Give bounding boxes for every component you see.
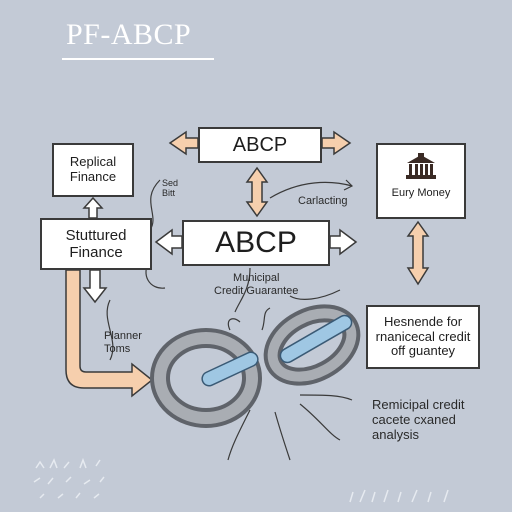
box-eury-money-label: Eury Money [391, 187, 451, 199]
box-abcp-main-label: ABCP [215, 225, 297, 259]
box-structured-finance: Stuttured Finance [40, 218, 152, 270]
box-abcp-top-label: ABCP [232, 133, 288, 156]
title-underline [62, 58, 214, 60]
double-arrow-top-vertical [245, 166, 269, 218]
note-carlacting: Carlacting [298, 195, 348, 207]
arrow-up-small [82, 196, 104, 219]
arrow-down-small [82, 269, 108, 304]
box-hesnende: Hesnende for rnanicecal credit off guant… [366, 305, 480, 369]
box-structured-finance-label: Stuttured Finance [65, 226, 127, 261]
box-hesnende-label: Hesnende for rnanicecal credit off guant… [375, 313, 471, 359]
box-replical-finance-label: Replical Finance [69, 154, 117, 184]
elbow-arrow-peach [65, 269, 154, 398]
thin-sketch-arrows [106, 179, 354, 461]
faint-scribbles [33, 457, 449, 503]
box-replical-finance: Replical Finance [52, 143, 134, 197]
box-eury-money: Eury Money [376, 143, 466, 219]
double-arrow-right-vertical [406, 220, 430, 286]
note-municipal: Municipal Credit Guarantee [214, 272, 299, 297]
chain-link-icon [150, 304, 361, 428]
bank-building-icon [404, 153, 438, 181]
box-abcp-main: ABCP [182, 220, 330, 266]
box-abcp-top: ABCP [198, 127, 322, 163]
page-title: PF-ABCP [66, 18, 192, 51]
note-sed-bitt: Sed Bitt [162, 178, 179, 199]
note-remicipal: Remicipal credit cacete cxaned analysis [372, 397, 465, 442]
double-arrow-main-horizontal [154, 228, 358, 256]
note-planner: Planner Toms [104, 330, 142, 355]
